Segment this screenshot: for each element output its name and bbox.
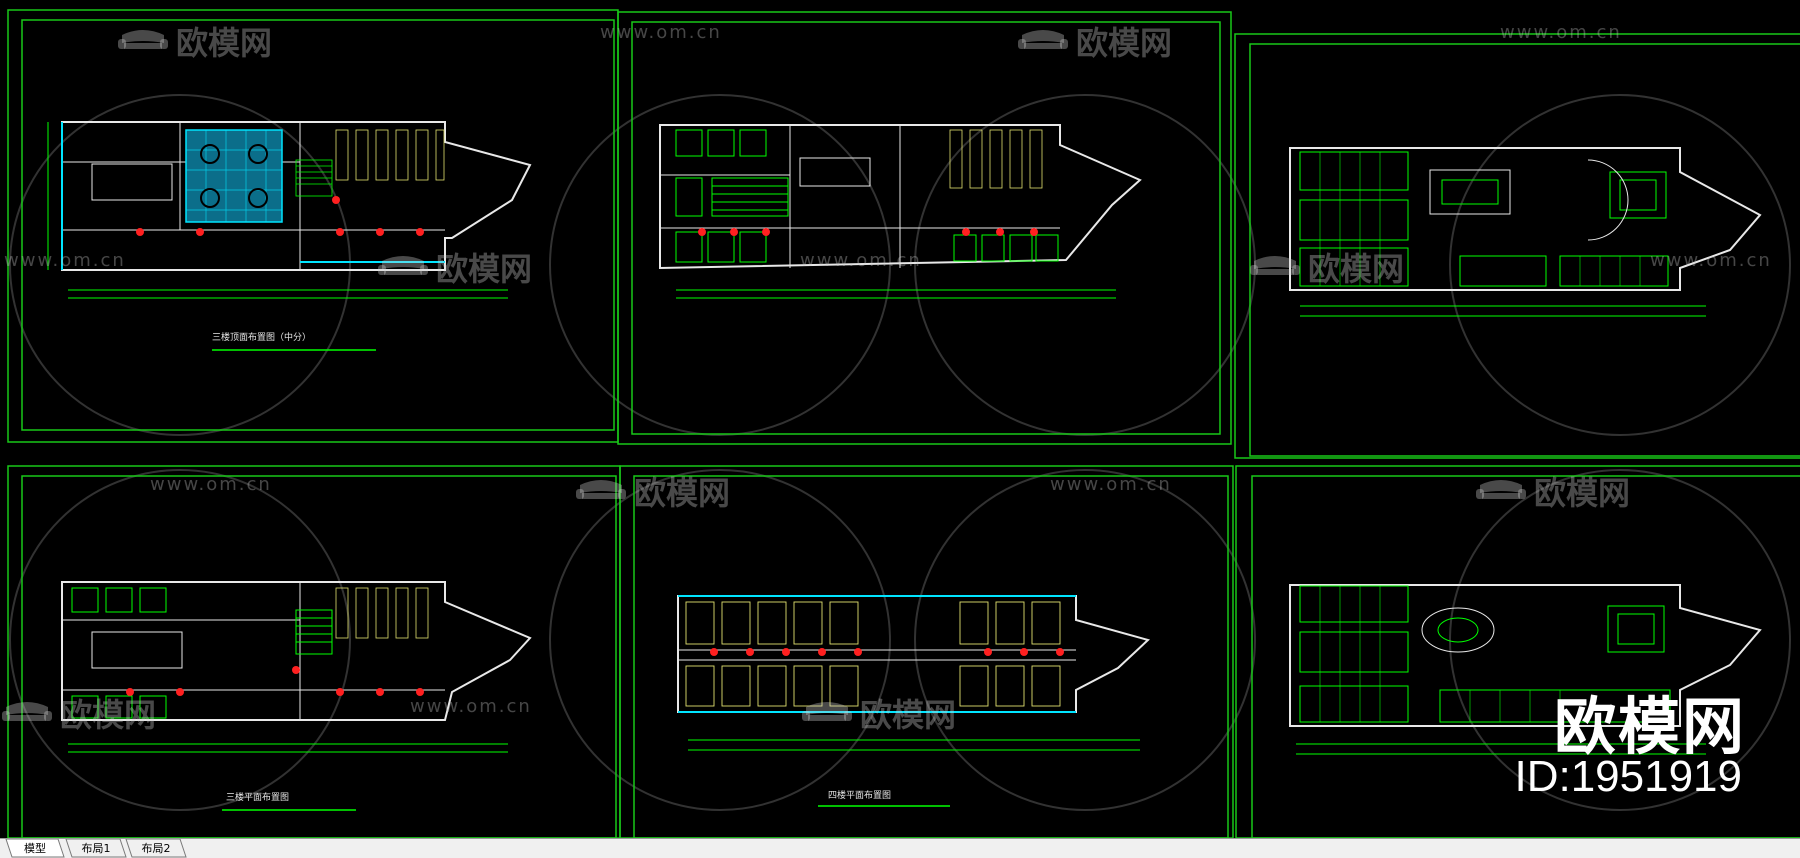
sheet-frame-1-inner <box>21 19 615 431</box>
watermark-brand: 欧模网 <box>0 690 156 736</box>
sofa-logo-icon <box>376 255 430 279</box>
floor-plan-1 <box>47 121 532 351</box>
watermark-brand: 欧模网 <box>1016 18 1172 64</box>
floor-plan-4 <box>61 581 532 811</box>
sofa-logo-icon <box>116 29 170 53</box>
watermark-site: www.om.cn <box>410 696 532 717</box>
tab-layout-1[interactable]: 布局1 <box>64 839 128 858</box>
sofa-logo-icon <box>1474 479 1528 503</box>
watermark-site: www.om.cn <box>150 474 272 495</box>
sheet-frame-5-inner <box>633 475 1229 838</box>
watermark-site: www.om.cn <box>1500 22 1622 43</box>
sheet-frame-3-inner <box>1249 43 1800 457</box>
drawing-sheets <box>7 9 1800 838</box>
floor-plan-5 <box>677 595 1150 807</box>
sheet-frame-5 <box>619 465 1234 838</box>
sheet-frame-4-inner <box>21 475 617 838</box>
sofa-logo-icon <box>0 701 54 725</box>
sofa-logo-icon <box>800 701 854 725</box>
sheet-caption-5: 四楼平面布置图 <box>828 791 892 801</box>
floor-plan-3 <box>1289 147 1762 317</box>
cad-model-space[interactable]: 三楼顶面布置图（中分） 三楼平面布置图 四楼平面布置图 www.om.cn ww… <box>0 0 1800 838</box>
watermark-site: www.om.cn <box>1650 250 1772 271</box>
watermark-circles <box>9 94 1791 811</box>
tab-model[interactable]: 模型 <box>4 839 66 858</box>
tab-layout-2[interactable]: 布局2 <box>124 839 188 858</box>
sheet-frame-3 <box>1234 33 1800 459</box>
watermark-site: www.om.cn <box>600 22 722 43</box>
sofa-logo-icon <box>1016 29 1070 53</box>
watermark-brand: 欧模网 <box>1474 468 1630 514</box>
sheet-frame-1 <box>7 9 619 443</box>
layout-tab-bar: 模型 布局1 布局2 <box>0 838 1800 858</box>
sheet-frame-6 <box>1235 465 1800 838</box>
watermark-site: www.om.cn <box>1050 474 1172 495</box>
sheet-frame-2 <box>617 11 1232 445</box>
sofa-logo-icon <box>574 479 628 503</box>
watermark-site: www.om.cn <box>800 250 922 271</box>
model-id-label: ID:1951919 <box>1514 752 1742 801</box>
sheet-caption-1: 三楼顶面布置图（中分） <box>212 333 312 343</box>
watermark-brand: 欧模网 <box>800 690 956 736</box>
watermark-brand: 欧模网 <box>574 468 730 514</box>
floor-plan-2 <box>659 124 1142 299</box>
sheet-frame-4 <box>7 465 621 838</box>
sheet-frame-2-inner <box>631 21 1221 435</box>
floor-plan-6 <box>1289 584 1762 755</box>
watermark-site: www.om.cn <box>4 250 126 271</box>
watermark-brand: 欧模网 <box>116 18 272 64</box>
sofa-logo-icon <box>1248 255 1302 279</box>
watermark-brand: 欧模网 <box>376 244 532 290</box>
sheet-caption-4: 三楼平面布置图 <box>226 793 290 803</box>
sheet-frame-6-inner <box>1251 475 1800 838</box>
watermark-brand: 欧模网 <box>1248 244 1404 290</box>
corner-brand-logo: 欧模网 <box>1553 690 1746 763</box>
